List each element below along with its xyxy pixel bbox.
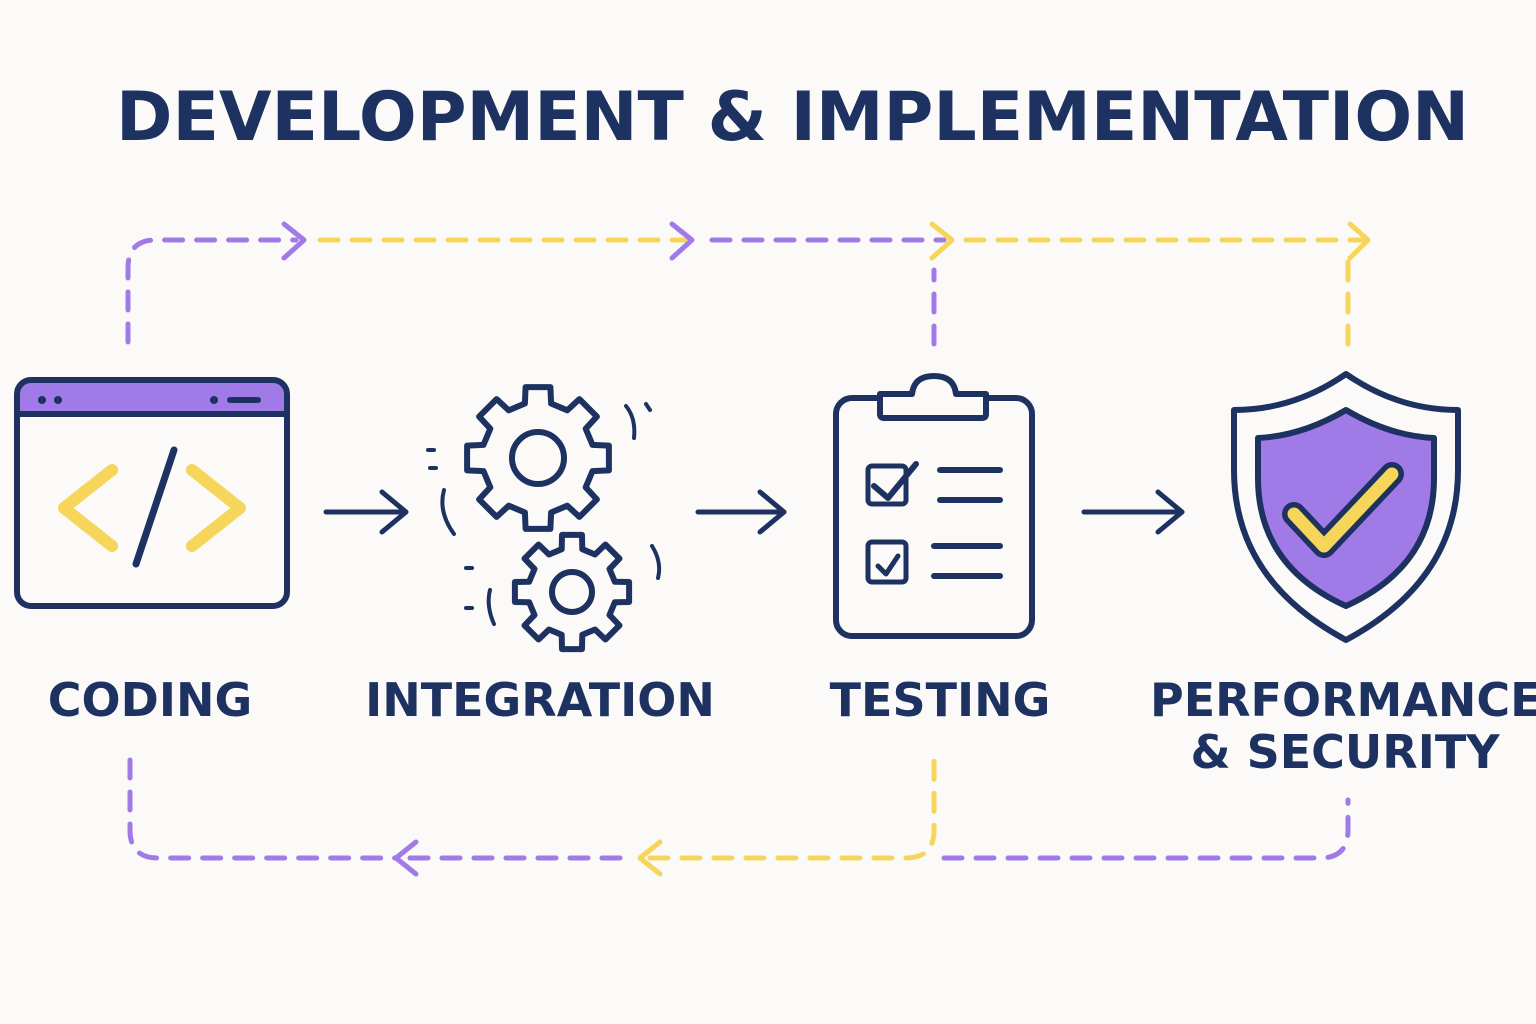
top-loop-segment-purple-1 — [125, 237, 299, 345]
shield-check-icon — [1231, 371, 1461, 643]
stage-label-performance-security: PERFORMANCE & SECURITY — [1150, 674, 1536, 778]
stage-label-integration: INTEGRATION — [360, 674, 720, 726]
arrowhead-left-icon — [637, 839, 663, 877]
arrow-testing-to-performance-icon — [1081, 489, 1185, 535]
motion-lines — [426, 402, 662, 626]
bottom-loop-segment-yellow-1 — [647, 753, 937, 861]
stage-label-line: INTEGRATION — [365, 673, 715, 727]
arrow-integration-to-testing-icon — [695, 489, 787, 535]
top-loop-arrowheads — [281, 221, 1371, 261]
arrowhead-right-icon — [669, 221, 695, 261]
forward-arrows — [323, 489, 1185, 535]
clipboard-checklist-icon — [833, 373, 1035, 639]
code-window-icon — [14, 377, 290, 609]
gear-hole — [549, 569, 595, 615]
stage-label-line: TESTING — [829, 673, 1051, 727]
arrow-coding-to-integration-icon — [323, 489, 409, 535]
bottom-loop-segment-purple-1 — [127, 757, 399, 861]
stage-label-coding: CODING — [20, 674, 280, 726]
gears-icon — [426, 384, 662, 653]
bottom-loop-arrowheads — [393, 839, 663, 877]
bottom-loop-segment-purple-3 — [941, 797, 1351, 861]
top-dashed-loop — [125, 237, 1369, 347]
bottom-dashed-loop — [127, 753, 1351, 861]
arrowhead-right-icon — [281, 221, 307, 261]
large-gear-icon — [464, 384, 612, 532]
stage-label-line: & SECURITY — [1190, 725, 1500, 779]
stage-label-line: CODING — [47, 673, 253, 727]
gear-outline — [464, 384, 612, 532]
small-gear-icon — [511, 531, 633, 653]
gear-hole — [509, 429, 567, 487]
stage-label-line: PERFORMANCE — [1150, 673, 1536, 727]
diagram-title: DEVELOPMENT & IMPLEMENTATION — [116, 78, 1470, 157]
stage-label-testing: TESTING — [800, 674, 1080, 726]
arrowhead-right-icon — [929, 221, 955, 261]
arrowhead-right-icon — [1347, 221, 1371, 261]
arrowhead-left-icon — [393, 839, 419, 877]
gear-outline — [511, 531, 633, 653]
